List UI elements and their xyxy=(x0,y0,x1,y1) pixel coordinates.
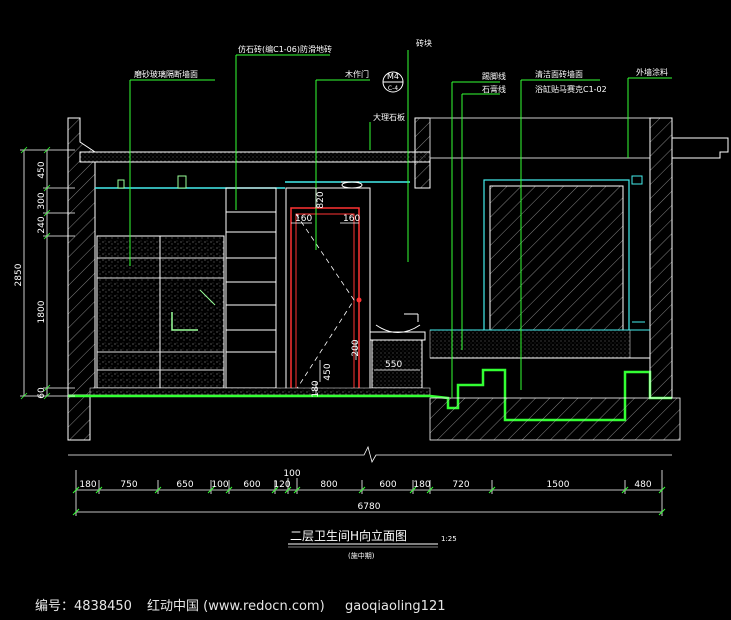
dim-b-3: 100 xyxy=(211,480,228,490)
right-room xyxy=(414,117,729,399)
dim-vanity-550: 550 xyxy=(385,360,402,370)
footer-author: gaoqiaoling121 xyxy=(345,599,445,614)
dim-left-1800: 1800 xyxy=(37,300,47,323)
annotation-wall-tile: 清洁面砖墙面 xyxy=(535,69,583,79)
dim-b-2: 650 xyxy=(176,480,193,490)
dim-left-300: 300 xyxy=(37,192,47,209)
annotation-glass-partition: 磨砂玻璃隔断墙面 xyxy=(134,69,198,79)
footer-id: 编号：4838450 xyxy=(35,599,132,614)
drawing-subtitle: (施中期) xyxy=(348,551,375,560)
drawing-scale: 1:25 xyxy=(441,535,457,543)
dim-door-right: 160 xyxy=(343,214,360,224)
dim-b-extra: 100 xyxy=(283,469,300,479)
dim-b-4: 600 xyxy=(243,480,260,490)
glass-partition xyxy=(96,175,225,389)
door-dimensions xyxy=(291,188,420,395)
dim-door-top: 820 xyxy=(316,191,326,208)
dim-vanity-450: 450 xyxy=(323,363,333,380)
annotation-plaster-line: 石膏线 xyxy=(482,84,506,94)
left-dimensions xyxy=(20,146,75,400)
bottom-ticks xyxy=(72,486,666,516)
left-dimension-labels: 450 300 240 1800 60 2850 xyxy=(14,161,47,399)
dim-left-total: 2850 xyxy=(14,263,24,286)
door-dimension-labels: 160 160 820 200 450 550 180 xyxy=(295,191,402,397)
dim-b-9: 720 xyxy=(452,480,469,490)
dim-total: 6780 xyxy=(358,502,381,512)
annotation-floor-tile: 仿石砖(编C1-06)防滑地砖 xyxy=(238,44,332,54)
dim-left-240: 240 xyxy=(37,216,47,233)
marker-top: M4 xyxy=(387,72,399,81)
dim-b-11: 480 xyxy=(634,480,651,490)
dim-left-450: 450 xyxy=(37,161,47,178)
annotation-wood-door: 木作门 xyxy=(345,69,369,79)
drawing-title-block: 二层卫生间H向立面图 1:25 (施中期) xyxy=(288,528,457,560)
dim-b-5: 120 xyxy=(273,480,290,490)
dim-vanity-200: 200 xyxy=(351,339,361,356)
marker-bottom: C-4 xyxy=(388,85,398,92)
vanity xyxy=(369,313,426,389)
break-line xyxy=(68,445,672,464)
annotation-skirting: 踢脚线 xyxy=(482,71,506,81)
bottom-dimensions xyxy=(75,470,663,516)
floor-line xyxy=(68,368,681,441)
dim-left-60: 60 xyxy=(37,387,47,399)
dim-b-6: 800 xyxy=(320,480,337,490)
leaders xyxy=(129,50,672,398)
dim-b-8: 180 xyxy=(413,480,430,490)
dim-b-10: 1500 xyxy=(547,480,570,490)
annotation-marble: 大理石板 xyxy=(373,112,405,122)
drawing-title: 二层卫生间H向立面图 xyxy=(290,528,407,543)
dim-b-7: 600 xyxy=(379,480,396,490)
dim-door-left: 160 xyxy=(295,214,312,224)
footer: 编号：4838450 红动中国 (www.redocn.com) gaoqiao… xyxy=(35,598,445,614)
left-wall xyxy=(67,117,431,441)
ceiling-line xyxy=(95,181,410,189)
annotation-brick: 砖块 xyxy=(416,38,432,48)
dim-vanity-180: 180 xyxy=(311,380,321,397)
annotation-exterior-paint: 外墙涂料 xyxy=(636,67,668,77)
footer-site: 红动中国 (www.redocn.com) xyxy=(147,598,325,614)
dim-b-0: 180 xyxy=(79,480,96,490)
dim-b-1: 750 xyxy=(120,480,137,490)
annotation-labels: 仿石砖(编C1-06)防滑地砖 砖块 磨砂玻璃隔断墙面 木作门 大理石板 踢脚线… xyxy=(134,38,668,122)
brick-column xyxy=(225,187,277,389)
annotation-bathtub-mosaic: 浴缸贴马赛克C1-02 xyxy=(535,84,607,94)
bottom-dimension-labels: 180 750 650 100 600 120 100 800 600 180 … xyxy=(79,469,651,512)
section-marker: M4 C-4 xyxy=(382,71,404,93)
